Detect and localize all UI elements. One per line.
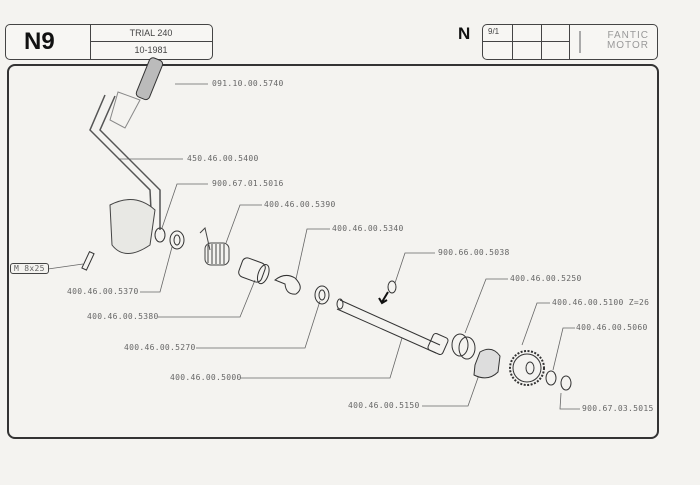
part-label-circlip-1: 900.67.01.5016 — [212, 179, 284, 188]
part-label-circlip-2: 900.67.03.5015 — [582, 404, 654, 413]
part-label-grip: 091.10.00.5740 — [212, 79, 284, 88]
shaft-part — [336, 298, 449, 356]
part-label-bolt: M 8x25 — [10, 263, 49, 274]
part-label-ring: 900.66.00.5038 — [438, 248, 510, 257]
part-label-ratchet: 400.46.00.5150 — [348, 401, 420, 410]
part-label-gear: 400.46.00.5100 Z=26 — [552, 298, 650, 307]
diagram-frame — [7, 64, 659, 439]
part-label-kick-lever: 450.46.00.5400 — [187, 154, 259, 163]
date: 10-1981 — [134, 45, 168, 55]
part-label-spring: 400.46.00.5390 — [264, 200, 336, 209]
part-label-bushing: 400.46.00.5380 — [87, 312, 159, 321]
part-label-pawl: 400.46.00.5340 — [332, 224, 404, 233]
part-label-washer-1: 400.46.00.5370 — [67, 287, 139, 296]
group-letter: N — [458, 24, 471, 43]
page-number: 9/1 — [488, 27, 500, 36]
part-label-washer-3: 400.46.00.5060 — [576, 323, 648, 332]
model-name: TRIAL 240 — [129, 28, 173, 38]
section-code: N9 — [24, 28, 55, 55]
header-section-box: N9 TRIAL 240 10-1981 — [5, 24, 213, 60]
part-label-shaft: 400.46.00.5000 — [170, 373, 242, 382]
spring-part — [199, 227, 230, 266]
leader-lines — [47, 83, 580, 410]
part-label-bearing: 400.46.00.5250 — [510, 274, 582, 283]
part-label-washer-2: 400.46.00.5270 — [124, 343, 196, 352]
grip-part — [135, 57, 164, 101]
